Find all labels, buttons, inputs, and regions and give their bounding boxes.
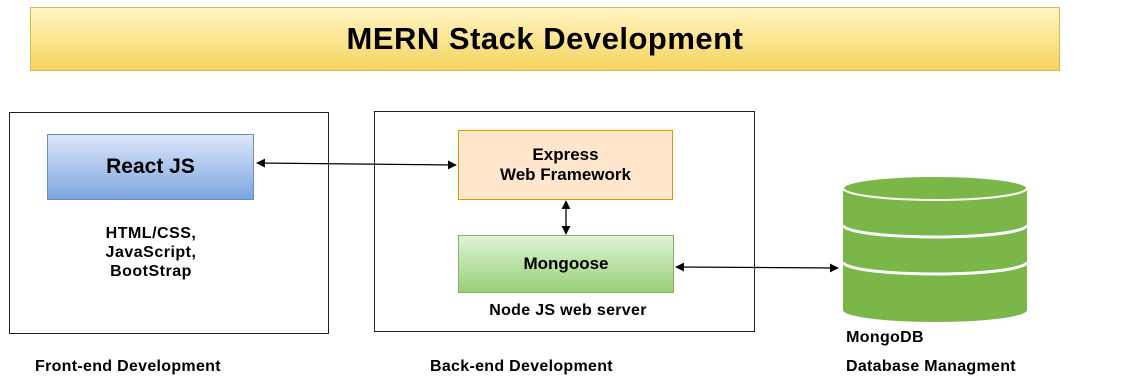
express-box: Express Web Framework: [458, 130, 673, 200]
express-label-line: Express: [532, 145, 599, 164]
title-banner: MERN Stack Development: [30, 7, 1060, 71]
express-label-line: Web Framework: [499, 165, 631, 184]
diagram-title: MERN Stack Development: [346, 21, 744, 56]
tech-line: HTML/CSS,: [105, 225, 197, 242]
react-js-label: React JS: [106, 155, 195, 178]
tech-line: BootStrap: [110, 263, 192, 280]
backend-section-label: Back-end Development: [430, 358, 613, 375]
react-express-arrow: [256, 158, 457, 170]
node-server-label: Node JS web server: [489, 302, 647, 319]
tech-line: JavaScript,: [105, 244, 197, 261]
mongoose-mongodb-arrow: [675, 262, 839, 273]
frontend-section-label: Front-end Development: [35, 358, 221, 375]
mongoose-box: Mongoose: [458, 235, 674, 293]
frontend-tech-list: HTML/CSS, JavaScript, BootStrap: [46, 224, 256, 281]
mongodb-label: MongoDB: [846, 329, 924, 346]
mongodb-database-icon: [841, 175, 1029, 322]
database-section-label: Database Managment: [846, 358, 1016, 375]
mongoose-label: Mongoose: [523, 254, 609, 273]
react-js-box: React JS: [47, 134, 254, 200]
